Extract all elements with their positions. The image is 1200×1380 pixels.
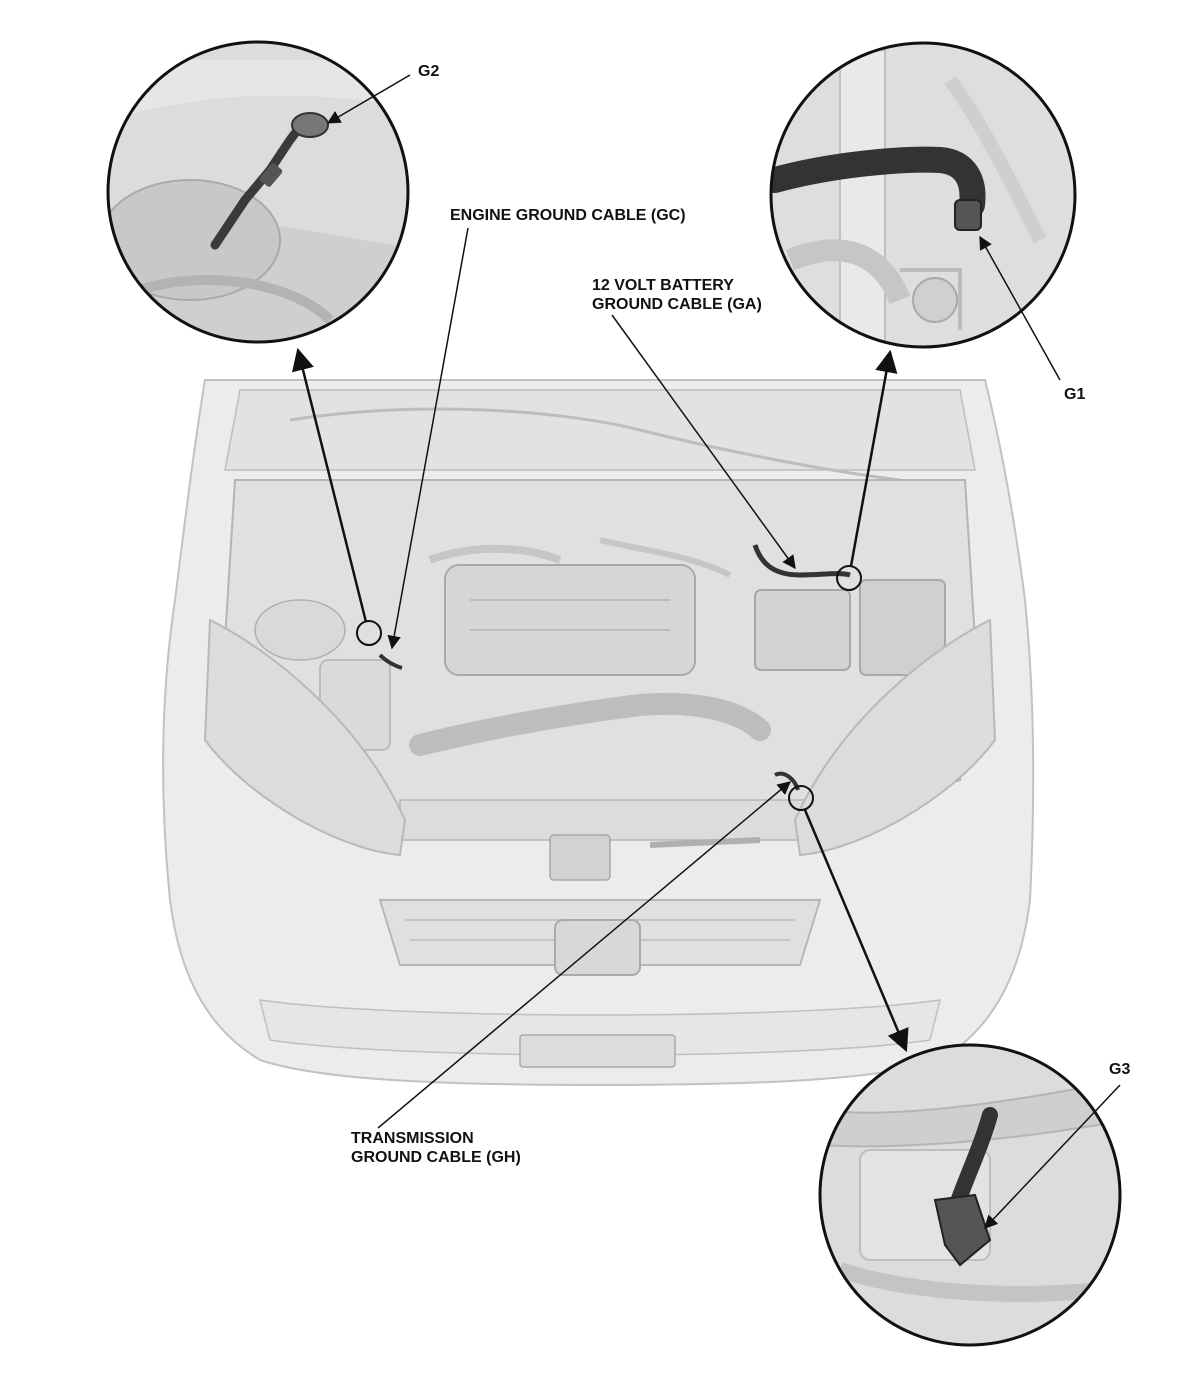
g3-terminal [933, 1193, 992, 1267]
battery-ground-label-line1: 12 VOLT BATTERY [592, 277, 734, 294]
g1-terminal [954, 199, 982, 231]
engine-ground-cable-label: ENGINE GROUND CABLE (GC) [450, 207, 686, 224]
vehicle-front-illustration [162, 379, 1035, 1087]
g3-leader-line [984, 1084, 1121, 1229]
battery-ground-cable-label: 12 VOLT BATTERY GROUND CABLE (GA) [592, 276, 762, 314]
g2-location-marker [356, 620, 382, 646]
g1-detail-arrow [849, 349, 898, 567]
battery-ground-cable [752, 544, 851, 578]
g2-callout-label: G2 [418, 63, 440, 80]
engine-cover [444, 564, 696, 676]
battery-ground-label-line2: GROUND CABLE (GA) [592, 296, 762, 313]
g3-callout-label: G3 [1109, 1061, 1131, 1078]
g1-cable [771, 146, 986, 218]
detail-view-g2 [106, 40, 410, 344]
battery [754, 589, 851, 671]
leader-lines [326, 74, 1121, 1229]
g3-detail-arrow [803, 809, 909, 1053]
detail-view-g1 [769, 41, 1077, 349]
transmission-ground-leader-line [377, 781, 792, 1129]
fuse-box [859, 579, 946, 676]
g2-leader-line [326, 74, 411, 124]
license-plate-bracket [519, 1034, 676, 1068]
g1-location-marker [836, 565, 862, 591]
battery-ground-leader-line [611, 314, 796, 570]
detail-view-g3 [818, 1043, 1122, 1347]
engine-ground-cable [378, 653, 403, 670]
transmission-ground-label-line1: TRANSMISSION [351, 1130, 474, 1147]
g1-callout-label: G1 [1064, 386, 1086, 403]
g3-location-marker [788, 785, 814, 811]
g2-detail-arrow [291, 347, 368, 623]
detail-connector-arrows [291, 347, 909, 1053]
left-headlight [203, 618, 407, 857]
transmission-ground-cable-label: TRANSMISSION GROUND CABLE (GH) [351, 1129, 521, 1167]
g2-terminal [291, 112, 329, 138]
right-headlight [793, 618, 997, 857]
transmission-ground-label-line2: GROUND CABLE (GH) [351, 1149, 521, 1166]
g1-leader-line [979, 235, 1061, 381]
engine-ground-leader-line [387, 227, 469, 650]
emblem [554, 919, 641, 976]
